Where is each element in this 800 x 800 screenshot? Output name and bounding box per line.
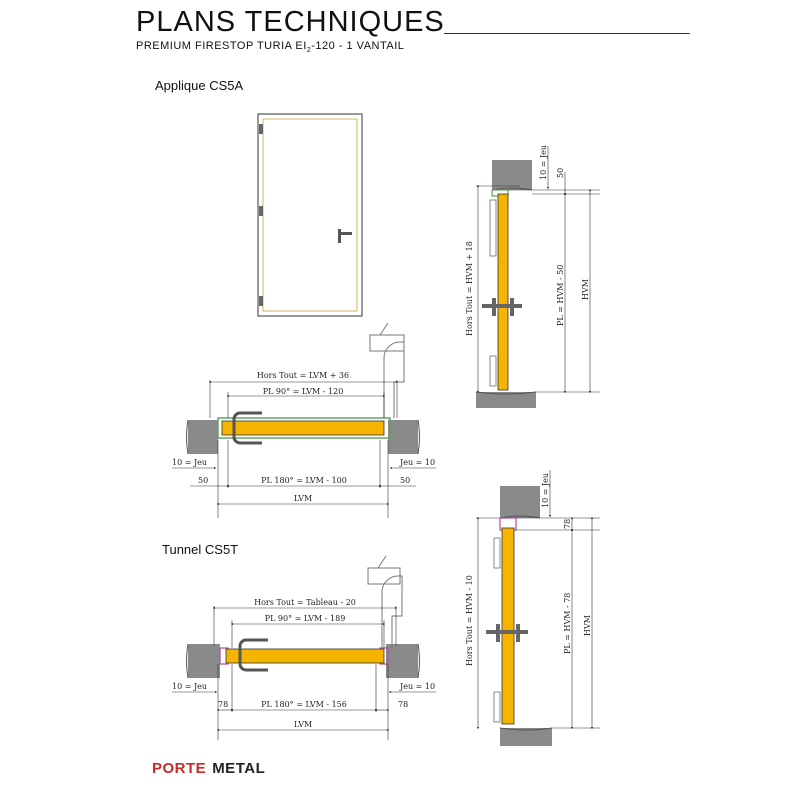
dim-hvm-cs5a: HVM [581,279,590,300]
dim-jeu-left-cs5a: 10 = Jeu [172,458,207,467]
section-handle-icon [482,298,522,316]
cs5t-vertical-section: 10 = Jeu 78 Hors Tout = HVM - 10 PL = HV… [465,470,600,746]
dim-hvm-cs5t: HVM [583,615,592,636]
dim-left-78-cs5t: 78 [218,700,228,709]
dim-right-78-cs5t: 78 [398,700,408,709]
section-title-applique: Applique CS5A [155,78,244,93]
porte-metal-logo: PORTE METAL [152,760,265,777]
subtitle-main: PREMIUM FIRESTOP TURIA EI [136,40,307,52]
dim-hors-tout-section-cs5a: Hors Tout = HVM + 18 [465,241,474,336]
dim-pl-section-cs5t: PL = HVM - 78 [563,593,572,654]
section-handle-icon [486,624,528,642]
dim-left-50-cs5a: 50 [198,476,208,485]
dim-jeu-right-cs5a: Jeu = 10 [399,458,435,467]
dim-pl180-cs5t: PL 180° = LVM - 156 [261,700,347,709]
dim-pl-section-cs5a: PL = HVM - 50 [556,265,565,326]
cs5a-plan-view: Hors Tout = LVM + 36 PL 90° = LVM - 120 … [172,322,436,518]
cs5t-plan-view: Hors Tout = Tableau - 20 PL 90° = LVM - … [172,555,436,740]
pull-handle-icon [238,638,268,672]
subtitle-subscript: 2 [306,47,312,55]
dim-hors-tout-cs5t: Hors Tout = Tableau - 20 [254,598,356,607]
dim-lvm-cs5a: LVM [294,494,312,503]
door-elevation [257,113,363,317]
dim-jeu-right-cs5t: Jeu = 10 [399,682,435,691]
dim-pl90-cs5a: PL 90° = LVM - 120 [263,387,344,396]
pull-handle-icon [232,411,262,445]
logo-part-metal: METAL [212,760,266,777]
dim-hors-tout-section-cs5t: Hors Tout = HVM - 10 [465,575,474,666]
dim-jeu-left-cs5t: 10 = Jeu [172,682,207,691]
dim-right-50-cs5a: 50 [400,476,410,485]
door-handle-icon [338,229,352,243]
title-rule [444,33,690,34]
dim-pl90-cs5t: PL 90° = LVM - 189 [265,614,346,623]
dim-hors-tout-cs5a: Hors Tout = LVM + 36 [257,371,349,380]
page-subtitle: PREMIUM FIRESTOP TURIA EI2-120 - 1 VANTA… [136,40,404,54]
cs5a-vertical-section: 10 = Jeu 50 Hors Tout = HVM + 18 PL = HV… [465,145,600,408]
section-title-tunnel: Tunnel CS5T [162,542,239,557]
dim-top-50-cs5a: 50 [556,168,565,178]
dim-top-78-cs5t: 78 [563,519,572,529]
dim-jeu-top-cs5a: 10 = Jeu [539,145,548,180]
dim-pl180-cs5a: PL 180° = LVM - 100 [261,476,347,485]
logo-part-porte: PORTE [152,760,207,777]
page-title: PLANS TECHNIQUES [136,6,445,38]
dim-lvm-cs5t: LVM [294,720,312,729]
dim-jeu-top-cs5t: 10 = Jeu [541,473,550,508]
subtitle-end: -120 - 1 VANTAIL [311,40,405,52]
